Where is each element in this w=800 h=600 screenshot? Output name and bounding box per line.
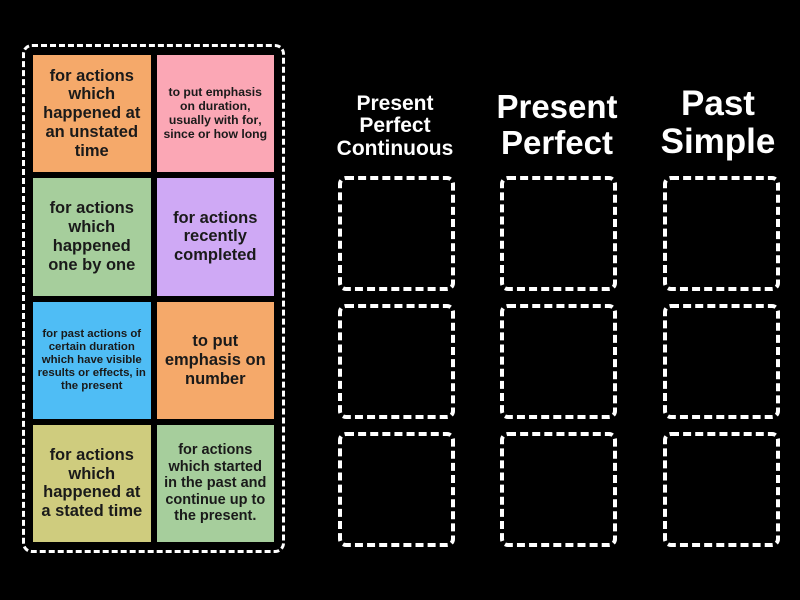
column-title: Present Perfect (496, 88, 618, 161)
draggable-tile-label: for actions which happened one by one (48, 199, 136, 274)
column-header-wrapper: Present Perfect Continuous (320, 48, 470, 166)
column-present-perfect: Present Perfect (482, 48, 632, 553)
dropzone[interactable] (500, 176, 617, 291)
draggable-tile-label: for actions which happened at an unstate… (43, 66, 141, 160)
column-title: Present Perfect Continuous (336, 91, 454, 160)
dropzone[interactable] (663, 176, 780, 291)
draggable-tile[interactable]: for actions which happened one by one (33, 178, 151, 296)
dropzone[interactable] (663, 304, 780, 419)
dropzone[interactable] (500, 304, 617, 419)
column-header-wrapper: Past Simple (643, 48, 793, 166)
draggable-tile-label: for past actions of certain duration whi… (37, 327, 146, 392)
draggable-tile[interactable]: for actions which happened at an unstate… (33, 55, 151, 173)
column-header-wrapper: Present Perfect (482, 48, 632, 166)
draggable-tile-label: to put emphasis on duration, usually wit… (163, 84, 268, 141)
draggable-items-container[interactable]: for actions which happened at an unstate… (22, 44, 285, 553)
draggable-tile[interactable]: for actions recently completed (156, 178, 274, 296)
dropzone[interactable] (338, 304, 455, 419)
column-past-simple: Past Simple (643, 48, 793, 553)
draggable-tile[interactable]: for past actions of certain duration whi… (33, 301, 151, 419)
dropzone[interactable] (338, 176, 455, 291)
drop-columns-container: Present Perfect Continuous Present Perfe… (310, 48, 790, 553)
draggable-tile[interactable]: for actions which happened at a stated t… (33, 424, 151, 542)
draggable-tile-label: for actions which happened at a stated t… (41, 445, 143, 521)
draggable-tile-label: for actions recently completed (173, 208, 258, 265)
draggable-tile[interactable]: for actions which started in the past an… (156, 424, 274, 542)
draggable-tile[interactable]: to put emphasis on number (156, 301, 274, 419)
draggable-tile-label: for actions which started in the past an… (164, 442, 267, 525)
dropzone[interactable] (500, 432, 617, 547)
dropzone[interactable] (663, 432, 780, 547)
draggable-tile[interactable]: to put emphasis on duration, usually wit… (156, 55, 274, 173)
dropzone[interactable] (338, 432, 455, 547)
column-title: Past Simple (660, 84, 776, 161)
draggable-tile-label: to put emphasis on number (164, 331, 266, 388)
column-present-perfect-continuous: Present Perfect Continuous (320, 48, 470, 553)
